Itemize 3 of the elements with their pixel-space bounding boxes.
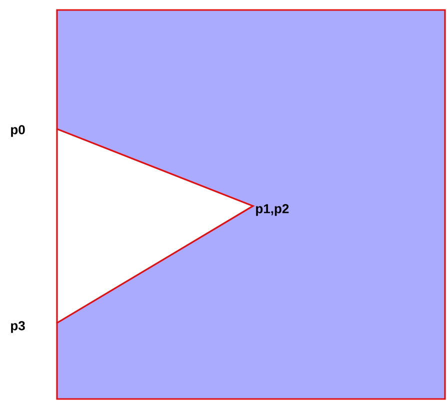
point-label: p3 [11,321,25,333]
point-label: p0 [11,125,25,137]
point-label: p1,p2 [256,204,289,216]
